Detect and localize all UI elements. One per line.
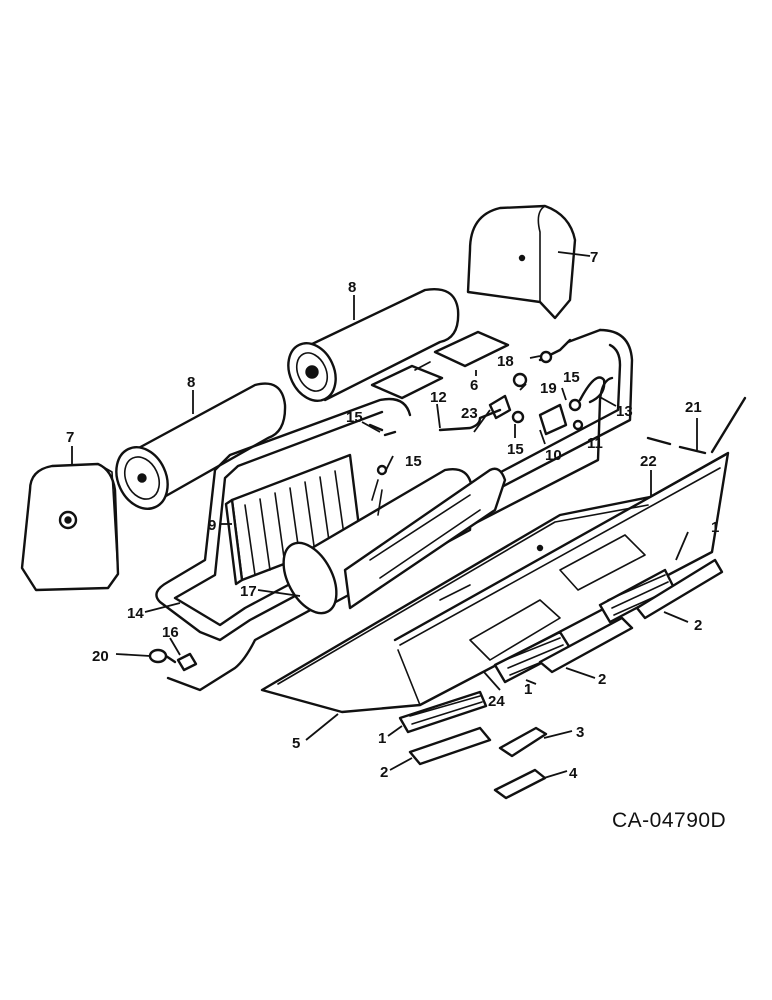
callout-labels: 7 7 8 8 6 12 13 21 22 9 17 14 20 16 5 15… <box>66 249 726 832</box>
drawing-code: CA-04790D <box>612 809 726 832</box>
callout-2-a: 2 <box>694 617 702 634</box>
callout-15-c: 15 <box>507 441 524 458</box>
callout-4: 4 <box>569 765 578 782</box>
part-4 <box>493 768 547 800</box>
callout-12: 12 <box>430 389 447 406</box>
callout-13: 13 <box>616 403 633 420</box>
callout-11: 11 <box>587 435 603 452</box>
callout-2-b: 2 <box>598 671 606 688</box>
callout-15-d: 15 <box>563 369 580 386</box>
cover-plates <box>370 330 510 400</box>
callout-22: 21 <box>685 399 702 416</box>
end-cap-left <box>20 462 120 592</box>
callout-1-b: 1 <box>524 681 532 698</box>
callout-1-d: 1 <box>524 681 532 698</box>
callout-10: 10 <box>545 447 562 464</box>
callout-23: 22 <box>640 453 657 470</box>
callout-18: 18 <box>497 353 514 370</box>
grille-frames <box>408 558 724 766</box>
valve-hardware <box>368 338 606 516</box>
callout-7-right: 7 <box>590 249 598 266</box>
callout-24: 24 <box>488 693 505 710</box>
part-3 <box>498 726 548 758</box>
filter-cylinder-upper <box>287 288 460 402</box>
callout-1-c: 1 <box>378 730 386 747</box>
callout-14: 14 <box>127 605 144 622</box>
callout-1-a: 1 <box>711 519 719 536</box>
callout-2-c: 2 <box>380 764 388 781</box>
filter-cylinder-lower <box>115 382 287 510</box>
grilles <box>398 568 676 734</box>
rod <box>646 396 747 455</box>
callout-7-left: 7 <box>66 429 74 446</box>
fittings <box>148 648 198 672</box>
callout-20: 20 <box>92 648 109 665</box>
callout-9: 9 <box>208 517 216 534</box>
callout-21: 23 <box>461 405 478 422</box>
callout-16: 16 <box>162 624 179 641</box>
end-cap-right <box>466 204 577 320</box>
callout-3: 3 <box>576 724 584 741</box>
callout-15-b: 15 <box>405 453 422 470</box>
callout-17: 17 <box>240 583 257 600</box>
callout-15-a: 15 <box>346 409 363 426</box>
callout-6: 6 <box>470 377 478 394</box>
callout-19: 19 <box>540 380 557 397</box>
callout-8-upper: 8 <box>348 279 356 296</box>
housing <box>260 451 730 714</box>
callout-8-lower: 8 <box>187 374 195 391</box>
callout-5: 5 <box>292 735 300 752</box>
leader-lines <box>71 251 698 779</box>
